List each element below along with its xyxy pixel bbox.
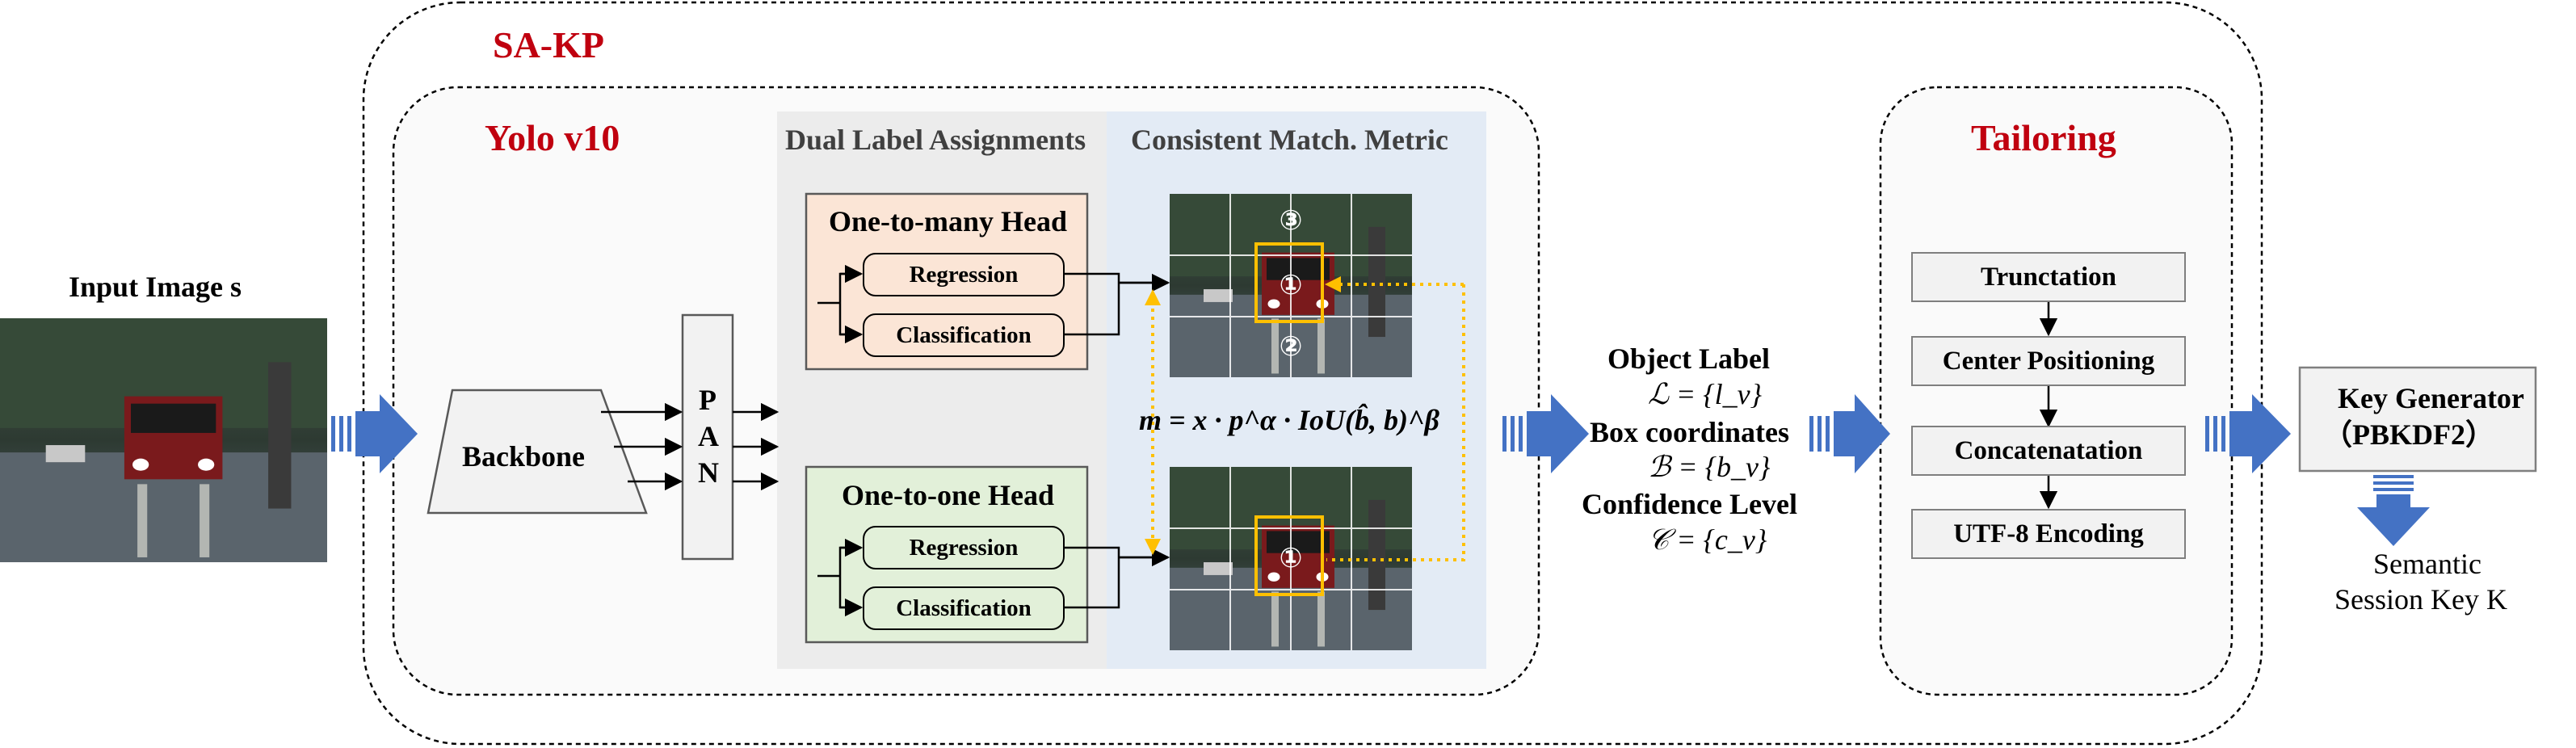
tailoring-container bbox=[1879, 86, 2234, 696]
marker-1-top: ① bbox=[1279, 269, 1303, 301]
one-to-many-head-title: One-to-many Head bbox=[829, 205, 1067, 237]
bbox-top bbox=[1254, 242, 1324, 323]
key-generator-algorithm: （PBKDF2） bbox=[2323, 418, 2494, 451]
blue-arrow-key-down bbox=[2357, 475, 2430, 546]
blue-arrow-input bbox=[331, 394, 418, 473]
session-key-line1: Semantic bbox=[2373, 548, 2481, 580]
key-generator-label: Key Generator bbox=[2338, 382, 2524, 414]
input-image-label: Input Image s bbox=[69, 271, 242, 303]
confidence-level-title: Confidence Level bbox=[1582, 488, 1797, 520]
match-path-right bbox=[1326, 284, 1465, 561]
one-to-one-classification: Classification bbox=[863, 586, 1065, 630]
tailoring-title: Tailoring bbox=[1971, 117, 2116, 158]
marker-1-bottom: ① bbox=[1279, 542, 1303, 574]
blue-arrow-tailoring-in bbox=[1809, 394, 1890, 473]
one-to-many-classification: Classification bbox=[863, 313, 1065, 357]
step-concatenation: Concatenatation bbox=[1911, 426, 2186, 476]
step-truncation: Trunctation bbox=[1911, 252, 2186, 302]
bbox-bottom bbox=[1254, 515, 1324, 596]
grid-top bbox=[1170, 194, 1412, 377]
object-label-title: Object Label bbox=[1607, 342, 1770, 375]
one-to-one-regression: Regression bbox=[863, 526, 1065, 569]
sakp-container bbox=[362, 1, 2263, 746]
step-utf8-encoding: UTF-8 Encoding bbox=[1911, 509, 2186, 559]
backbone-block bbox=[427, 389, 648, 515]
marker-2: ② bbox=[1279, 330, 1303, 363]
key-generator-box bbox=[2298, 366, 2537, 473]
pan-letter-p: P bbox=[699, 384, 716, 416]
backbone-label: Backbone bbox=[462, 440, 586, 473]
dual-label-title: Dual Label Assignments bbox=[785, 124, 1086, 156]
consistent-match-formula: m = x · p^α · IoU(b̂, b)^β bbox=[1139, 404, 1439, 436]
confidence-level-set: 𝒞 = {c_v} bbox=[1648, 523, 1767, 556]
box-coordinates-title: Box coordinates bbox=[1590, 416, 1789, 448]
pan-letter-n: N bbox=[698, 456, 719, 489]
sakp-title: SA-KP bbox=[493, 24, 604, 65]
step-center-positioning: Center Positioning bbox=[1911, 336, 2186, 386]
object-label-set: ℒ = {l_v} bbox=[1648, 378, 1762, 410]
consistent-metric-title: Consistent Match. Metric bbox=[1131, 124, 1448, 156]
pan-letter-a: A bbox=[698, 420, 719, 452]
one-to-many-regression: Regression bbox=[863, 253, 1065, 296]
one-to-one-head-title: One-to-one Head bbox=[842, 479, 1054, 511]
yolo-title: Yolo v10 bbox=[485, 117, 620, 158]
input-image bbox=[0, 318, 328, 562]
blue-arrow-tailoring-out bbox=[2205, 394, 2291, 473]
session-key-line2: Session Key K bbox=[2334, 583, 2507, 616]
blue-arrow-yolo-out bbox=[1502, 394, 1589, 473]
box-coordinates-set: ℬ = {b_v} bbox=[1648, 451, 1771, 483]
marker-3: ③ bbox=[1279, 204, 1303, 237]
pan-block bbox=[681, 313, 734, 561]
